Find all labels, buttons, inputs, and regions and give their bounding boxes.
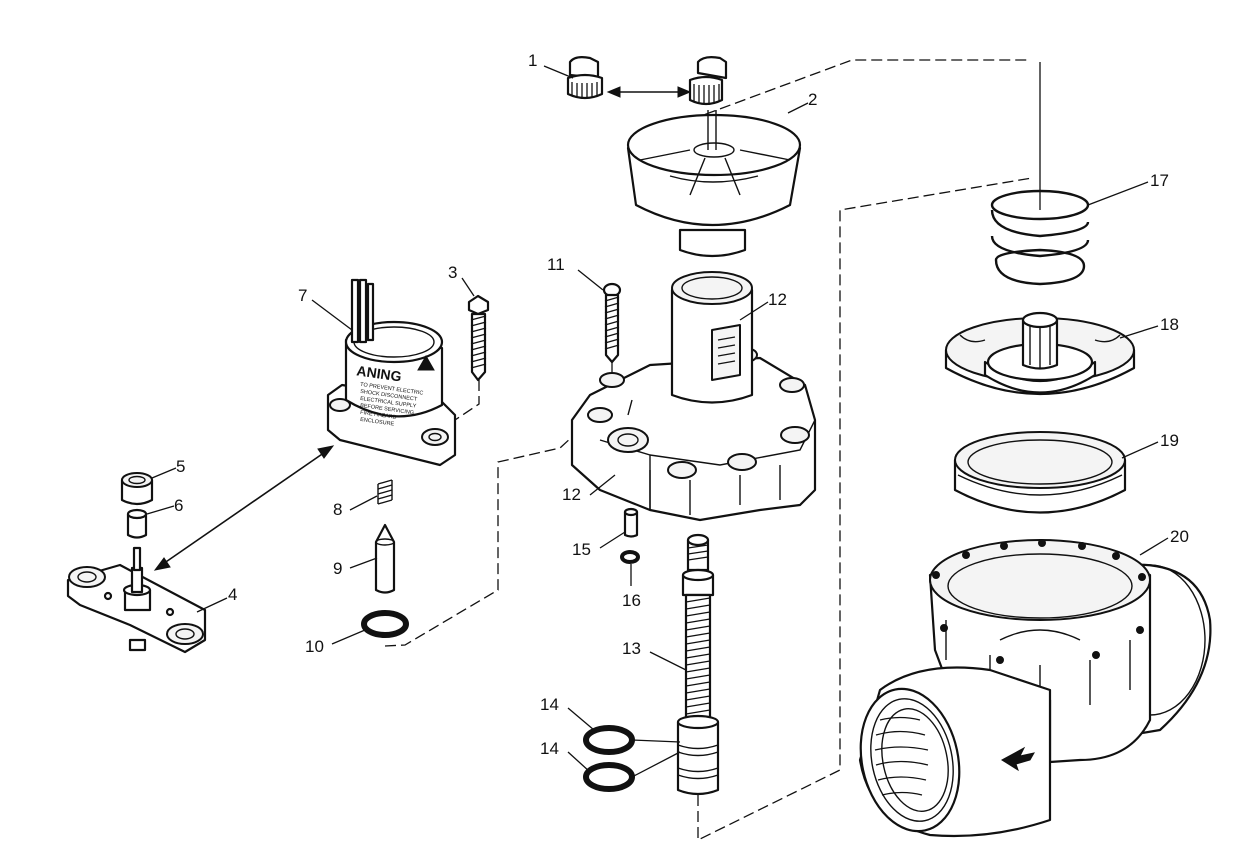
part-5-cap: [120, 472, 154, 506]
callout-4: 4: [228, 585, 237, 604]
callout-7: 7: [298, 286, 307, 305]
callout-14-top: 14: [540, 695, 559, 714]
arrow-knob-swap: [606, 86, 692, 98]
part-7-solenoid: ANING TO PREVENT ELECTRIC SHOCK DISCONNE…: [326, 278, 457, 467]
warning-triangle-icon: [417, 354, 435, 371]
callout-1: 1: [528, 51, 537, 70]
callout-20: 20: [1170, 527, 1189, 546]
part-17-spring: [990, 189, 1090, 286]
part-8-spring: [377, 479, 393, 505]
part-20-valve-body: [858, 539, 1212, 838]
part-13-stem: [676, 533, 720, 796]
part-4-base-plate: [66, 546, 207, 654]
callout-12-bottom: 12: [562, 485, 581, 504]
callout-5: 5: [176, 457, 185, 476]
callout-14-bottom: 14: [540, 739, 559, 758]
part-10-o-ring: [361, 610, 409, 638]
part-2-bleed-cap: [626, 56, 802, 258]
part-11-screw: [602, 282, 622, 376]
part-19-seal-ring: [953, 431, 1127, 514]
flow-arrow-icon: [1001, 746, 1035, 772]
callout-18: 18: [1160, 315, 1179, 334]
callout-19: 19: [1160, 431, 1179, 450]
part-15-pin: [623, 507, 639, 538]
solenoid-warning-heading: ANING: [356, 362, 403, 384]
part-16-o-ring: [620, 550, 640, 564]
callout-16: 16: [622, 591, 641, 610]
callout-2: 2: [808, 90, 817, 109]
part-12-bonnet: [570, 271, 817, 522]
part-18-diaphragm: [944, 311, 1136, 395]
part-6-pin: [126, 508, 148, 539]
callout-13: 13: [622, 639, 641, 658]
callout-9: 9: [333, 559, 342, 578]
callout-17: 17: [1150, 171, 1169, 190]
callout-10: 10: [305, 637, 324, 656]
callout-numbers: 1 2 3 4 5 6 7 8 9 10 11 12 12 13 14 14 1…: [174, 51, 1189, 758]
callout-3: 3: [448, 263, 457, 282]
callout-12-top: 12: [768, 290, 787, 309]
solenoid-label-line-6: ENCLOSURE: [360, 417, 395, 428]
callout-8: 8: [333, 500, 342, 519]
part-14-o-rings: [583, 725, 635, 792]
callout-11: 11: [547, 255, 565, 274]
part-9-plunger: [374, 523, 396, 594]
leader-lines: [146, 65, 1169, 778]
callout-15: 15: [572, 540, 591, 559]
callout-6: 6: [174, 496, 183, 515]
part-1-knob: [566, 56, 604, 100]
solenoid-label-line-5: FIRE HAZARD: [360, 410, 397, 421]
part-3-screw: [454, 294, 490, 421]
arrow-base-to-solenoid: [153, 445, 335, 571]
